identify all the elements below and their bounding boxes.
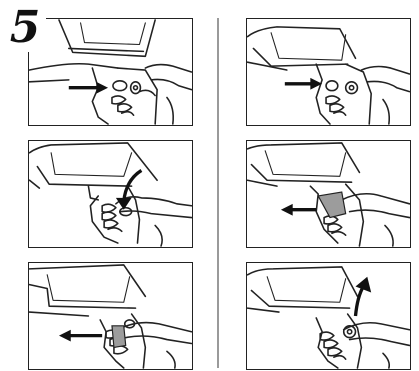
arrow-right-icon bbox=[285, 78, 322, 90]
curved-arrow-up-icon bbox=[355, 277, 371, 316]
device-illustration bbox=[29, 263, 192, 369]
illustration-panel-2 bbox=[28, 140, 193, 248]
illustration-panel-5 bbox=[246, 140, 411, 248]
device-illustration bbox=[29, 141, 192, 247]
illustration-panel-6 bbox=[246, 262, 411, 370]
slider-highlight bbox=[112, 326, 126, 348]
device-illustration bbox=[247, 141, 410, 247]
illustration-panel-3 bbox=[28, 262, 193, 370]
arrow-left-icon bbox=[59, 330, 102, 342]
illustration-panel-1 bbox=[28, 18, 193, 126]
step-number: 5 bbox=[4, 4, 46, 52]
arrow-right-icon bbox=[69, 82, 108, 94]
device-illustration bbox=[247, 19, 410, 125]
column-divider bbox=[217, 18, 219, 368]
arrow-left-icon bbox=[281, 204, 316, 216]
illustration-panel-4 bbox=[246, 18, 411, 126]
device-illustration bbox=[247, 263, 410, 369]
latch-highlight bbox=[318, 192, 345, 218]
device-illustration bbox=[29, 19, 192, 125]
